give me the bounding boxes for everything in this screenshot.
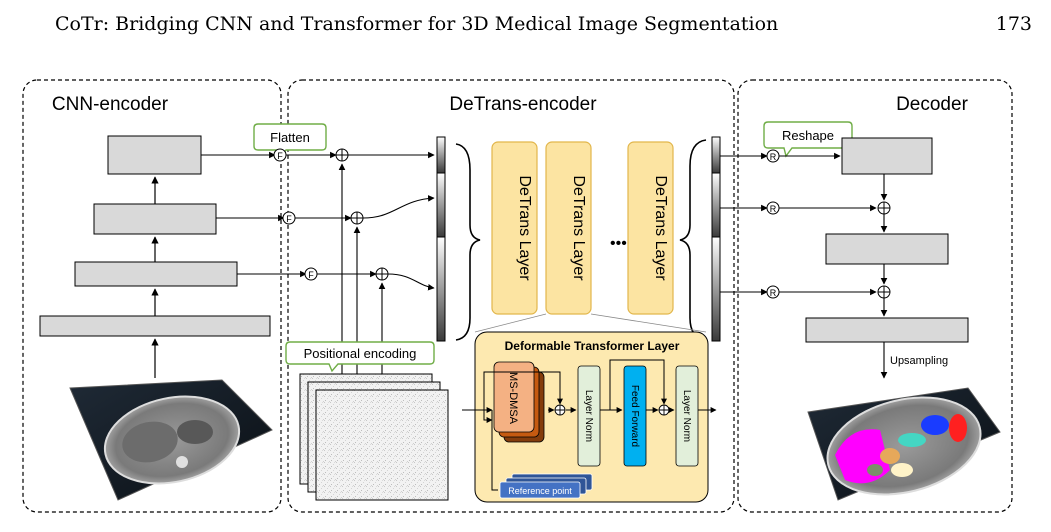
layer-norm-1-label: Layer Norm	[583, 390, 594, 442]
positional-encoding-callout: Positional encoding	[285, 341, 435, 373]
decoder-title: Decoder	[896, 94, 968, 115]
svg-text:R: R	[770, 152, 777, 162]
decoder-stage-2-box	[825, 233, 949, 265]
reshape-label: Reshape	[782, 128, 834, 143]
zoom-lines	[474, 313, 707, 333]
cnn-encoder-panel	[22, 79, 282, 513]
cnn-stage-2-box	[74, 261, 238, 287]
page-number: 173	[996, 13, 1032, 35]
flatten-op-3: F	[304, 267, 318, 281]
cnn-encoder-title: CNN-encoder	[52, 94, 169, 115]
svg-text:R: R	[770, 204, 777, 214]
reshape-op-1: R	[766, 149, 780, 163]
detrans-layer-1-label: DeTrans Layer	[516, 175, 533, 281]
svg-text:F: F	[286, 214, 292, 224]
detrans-layer-1: DeTrans Layer	[491, 141, 538, 315]
svg-text:F: F	[277, 151, 283, 161]
layer-ellipsis: •••	[610, 235, 627, 252]
deformable-layer-flow	[462, 359, 717, 491]
ms-dmsa-label: MS-DMSA	[507, 372, 519, 425]
reference-point-label: Reference point	[508, 486, 572, 496]
ct-input-image	[69, 379, 273, 501]
reshape-op-3: R	[766, 285, 780, 299]
svg-text:F: F	[308, 270, 314, 280]
cnn-stage-1-box	[39, 315, 271, 337]
input-token-sequence	[436, 136, 446, 342]
deformable-layer-title: Deformable Transformer Layer	[505, 339, 680, 353]
cnn-stage-3-box	[93, 203, 217, 235]
reference-point-block: Reference point	[499, 473, 593, 499]
detrans-encoder-panel	[287, 79, 735, 513]
feed-forward-block: Feed Forward	[623, 365, 647, 467]
segmentation-output-image	[807, 387, 1001, 501]
layer-norm-2-label: Layer Norm	[681, 390, 692, 442]
layer-norm-2: Layer Norm	[675, 365, 699, 467]
detrans-layer-2-label: DeTrans Layer	[570, 175, 587, 281]
detrans-encoder-title: DeTrans-encoder	[449, 94, 597, 115]
reshape-op-2: R	[766, 201, 780, 215]
decoder-panel	[737, 79, 1013, 513]
output-token-sequence	[711, 136, 721, 342]
reshape-callout: Reshape	[763, 121, 853, 158]
feed-forward-label: Feed Forward	[629, 385, 640, 447]
detrans-layer-3-label: DeTrans Layer	[652, 175, 669, 281]
ms-dmsa-block: MS-DMSA	[493, 361, 545, 443]
deformable-transformer-layer: Deformable Transformer Layer MS-DMSA Ref…	[462, 331, 717, 503]
right-brace	[679, 139, 707, 341]
upsampling-label: Upsampling	[890, 355, 948, 367]
positional-encoding-label: Positional encoding	[304, 346, 417, 361]
flatten-op-1: F	[273, 148, 287, 162]
add-ops-encoder	[335, 148, 389, 281]
flatten-op-2: F	[282, 211, 296, 225]
left-brace	[455, 143, 481, 341]
flatten-callout: Flatten	[253, 123, 327, 160]
add-ops-decoder	[877, 201, 891, 299]
layer-norm-1: Layer Norm	[577, 365, 601, 467]
decoder-stage-3-box	[805, 317, 969, 343]
decoder-stage-1-box	[841, 137, 933, 175]
detrans-layer-2: DeTrans Layer	[545, 141, 592, 315]
flatten-label: Flatten	[270, 130, 310, 145]
running-title: CoTr: Bridging CNN and Transformer for 3…	[55, 13, 778, 35]
positional-encoding-stack	[299, 373, 449, 501]
cnn-stage-4-box	[107, 135, 202, 175]
svg-text:R: R	[770, 288, 777, 298]
detrans-layer-3: DeTrans Layer	[627, 141, 674, 315]
